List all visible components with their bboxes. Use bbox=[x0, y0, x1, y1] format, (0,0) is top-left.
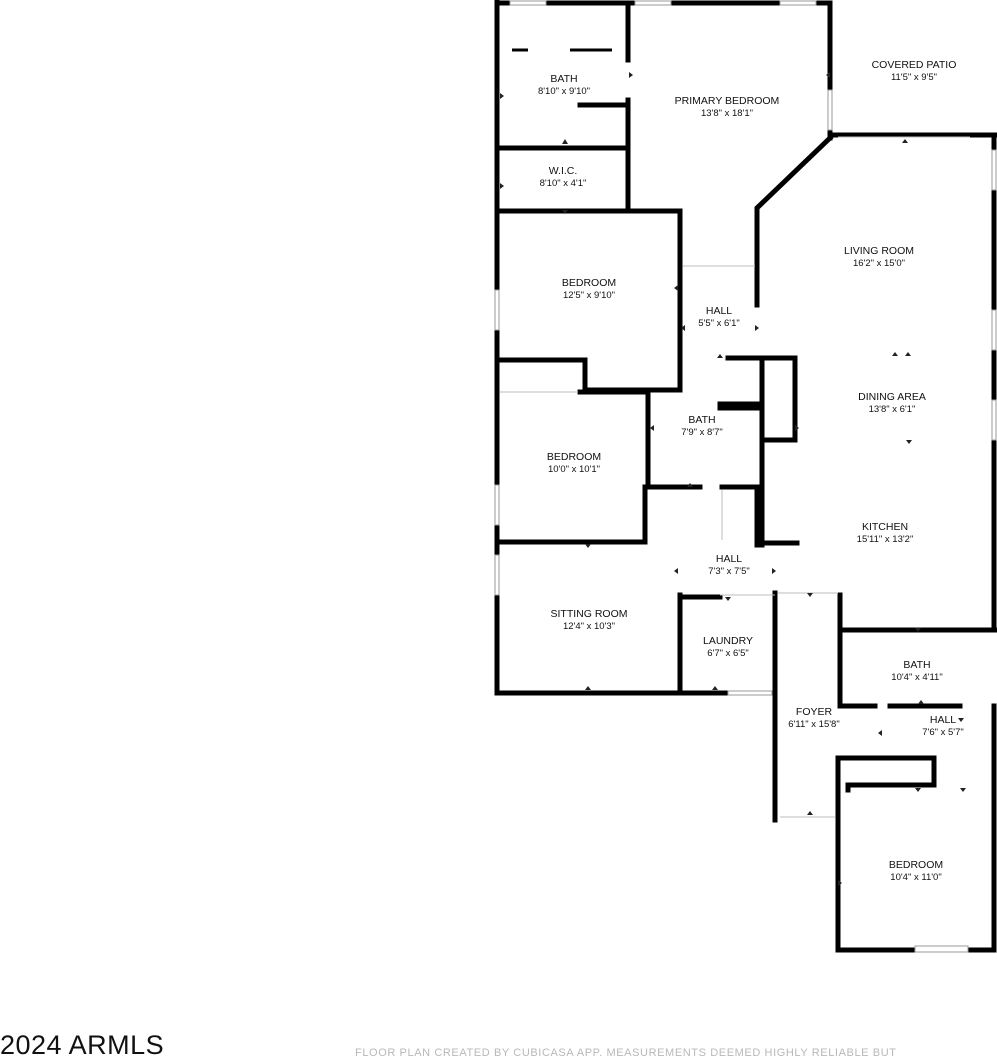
door-mark bbox=[725, 597, 731, 601]
window-sitting-west bbox=[494, 554, 500, 596]
door-mark bbox=[795, 425, 799, 431]
windows bbox=[494, 0, 997, 953]
window-bedroom2-west bbox=[494, 289, 500, 331]
room-laundry-name: LAUNDRY bbox=[703, 635, 753, 647]
wall-closet bbox=[719, 484, 760, 548]
walls bbox=[494, 0, 997, 953]
door-mark bbox=[918, 700, 924, 704]
room-bath-primary-dim: 8'10" x 9'10" bbox=[538, 86, 590, 97]
door-mark bbox=[681, 325, 685, 331]
room-bedroom-2-name: BEDROOM bbox=[562, 277, 616, 289]
door-mark bbox=[755, 325, 759, 331]
room-kitchen-name: KITCHEN bbox=[862, 521, 908, 533]
room-hall-1-name: HALL bbox=[706, 305, 732, 317]
room-bath-right-name: BATH bbox=[903, 659, 930, 671]
wall-bedroom2-bottom bbox=[494, 357, 683, 393]
door-mark bbox=[826, 72, 830, 78]
room-covered-patio-dim: 11'5" x 9'5" bbox=[891, 72, 937, 83]
door-mark bbox=[878, 730, 882, 736]
room-foyer-name: FOYER bbox=[796, 706, 833, 718]
door-mark bbox=[906, 440, 912, 444]
door-mark bbox=[674, 285, 678, 291]
wall-bedroom4 bbox=[835, 703, 997, 953]
room-bath-center-name: BATH bbox=[688, 414, 715, 426]
wall-hall-bath-top bbox=[645, 389, 703, 490]
door-mark bbox=[687, 483, 693, 487]
window-primary-east bbox=[827, 89, 833, 131]
room-dining-area-name: DINING AREA bbox=[858, 391, 926, 403]
room-labels: BATH 8'10" x 9'10" PRIMARY BEDROOM 13'8"… bbox=[538, 59, 964, 883]
room-kitchen-dim: 15'11" x 13'2" bbox=[857, 534, 914, 545]
door-mark bbox=[838, 880, 842, 886]
window-primary-top-2 bbox=[779, 0, 817, 6]
room-bath-center-dim: 7'9" x 8'7" bbox=[681, 427, 723, 438]
wall-kitchen-bottom bbox=[837, 592, 997, 633]
door-mark bbox=[960, 788, 966, 792]
door-mark bbox=[585, 544, 591, 548]
door-mark bbox=[717, 354, 723, 358]
room-hall-1-dim: 5'5" x 6'1" bbox=[698, 318, 740, 329]
copyright-text: 2024 ARMLS bbox=[0, 1030, 165, 1060]
room-bath-right-dim: 10'4" x 4'11" bbox=[891, 672, 942, 683]
wall-living-angled bbox=[754, 134, 834, 308]
disclaimer-text: FLOOR PLAN CREATED BY CUBICASA APP. MEAS… bbox=[355, 1047, 897, 1059]
door-mark bbox=[712, 686, 718, 690]
window-bedroom4-south bbox=[914, 945, 969, 953]
room-bedroom-3-dim: 10'0" x 10'1" bbox=[548, 464, 600, 475]
door-mark bbox=[674, 568, 678, 574]
room-hall-2-name: HALL bbox=[716, 553, 742, 565]
door-mark bbox=[629, 72, 633, 78]
room-bedroom-4-dim: 10'4" x 11'0" bbox=[890, 872, 941, 883]
door-mark bbox=[500, 183, 504, 189]
door-mark bbox=[807, 593, 813, 597]
door-mark bbox=[585, 686, 591, 690]
room-hall-2-dim: 7'3" x 7'5" bbox=[708, 566, 750, 577]
room-bedroom-4-name: BEDROOM bbox=[889, 859, 943, 871]
room-hall-3-name: HALL bbox=[930, 714, 956, 726]
room-dining-area-dim: 13'8" x 6'1" bbox=[869, 404, 916, 415]
room-wic-name: W.I.C. bbox=[549, 165, 578, 177]
door-mark bbox=[562, 139, 568, 144]
door-mark bbox=[562, 210, 568, 214]
door-mark bbox=[650, 425, 654, 431]
door-mark bbox=[892, 352, 898, 356]
door-mark bbox=[905, 352, 911, 356]
window-laundry-bottom bbox=[727, 690, 773, 696]
window-living-east-3 bbox=[991, 399, 997, 441]
room-primary-bedroom-dim: 13'8" x 18'1" bbox=[701, 108, 753, 119]
door-mark bbox=[958, 718, 964, 722]
window-living-east-2 bbox=[991, 309, 997, 351]
door-mark bbox=[772, 568, 776, 574]
door-mark bbox=[915, 788, 921, 792]
door-mark bbox=[915, 628, 921, 632]
door-mark bbox=[500, 93, 504, 99]
window-living-east-1 bbox=[991, 149, 997, 191]
door-marks bbox=[500, 72, 966, 886]
room-primary-bedroom-name: PRIMARY BEDROOM bbox=[675, 95, 780, 107]
room-living-room-dim: 16'2" x 15'0" bbox=[853, 258, 905, 269]
room-covered-patio-name: COVERED PATIO bbox=[872, 59, 957, 71]
room-bath-primary-name: BATH bbox=[550, 73, 577, 85]
window-primary-top-1 bbox=[634, 0, 672, 6]
door-mark bbox=[902, 139, 908, 143]
wall-bedroom4-closet bbox=[835, 755, 937, 793]
room-bedroom-3-name: BEDROOM bbox=[547, 451, 601, 463]
room-wic-dim: 8'10" x 4'1" bbox=[540, 178, 587, 189]
room-living-room-name: LIVING ROOM bbox=[844, 245, 914, 257]
room-sitting-room-dim: 12'4" x 10'3" bbox=[563, 621, 615, 632]
room-sitting-room-name: SITTING ROOM bbox=[551, 608, 628, 620]
window-bedroom3-west bbox=[494, 484, 500, 526]
room-hall-3-dim: 7'6" x 5'7" bbox=[922, 727, 964, 738]
room-laundry-dim: 6'7" x 6'5" bbox=[707, 648, 749, 659]
room-bedroom-2-dim: 12'5" x 9'10" bbox=[563, 290, 615, 301]
room-foyer-dim: 6'11" x 15'8" bbox=[788, 719, 839, 730]
door-mark bbox=[807, 811, 813, 815]
window-bath-top bbox=[509, 0, 547, 6]
